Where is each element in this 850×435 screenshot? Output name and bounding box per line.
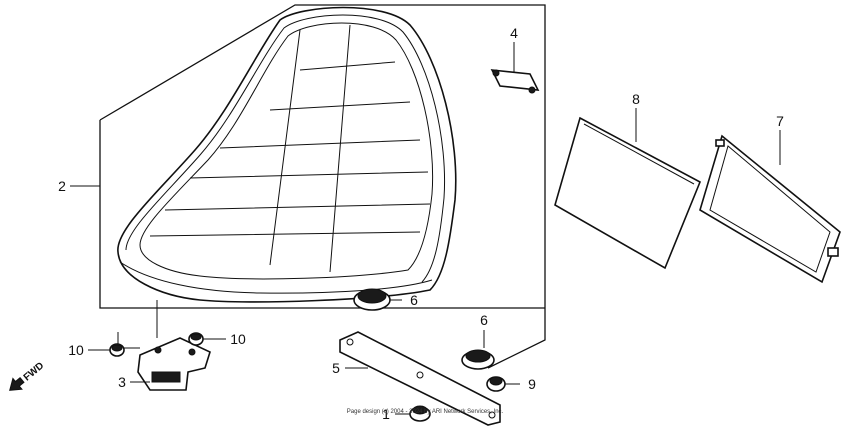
fwd-arrow-icon: FWD xyxy=(9,360,47,391)
callout-10-right: 10 xyxy=(230,331,246,347)
plate-part-8[interactable] xyxy=(554,108,702,270)
callout-6-upper: 6 xyxy=(410,292,418,308)
nut-part-10-left[interactable] xyxy=(88,343,125,357)
nut-part-9[interactable] xyxy=(486,376,520,392)
bracket-part-5[interactable] xyxy=(339,331,501,426)
grommet-part-6-upper[interactable] xyxy=(353,288,402,311)
callout-3: 3 xyxy=(118,374,126,390)
callout-10-left: 10 xyxy=(68,342,84,358)
grommet-part-6-lower[interactable] xyxy=(461,330,495,370)
callout-9: 9 xyxy=(528,376,536,392)
copyright-text: Page design (c) 2004 - 2024 by ARI Netwo… xyxy=(347,409,504,415)
nut-part-1[interactable] xyxy=(395,405,431,422)
callout-1: 1 xyxy=(382,406,390,422)
callout-7: 7 xyxy=(776,113,784,129)
callout-2: 2 xyxy=(58,178,66,194)
callout-6-lower: 6 xyxy=(480,312,488,328)
nut-part-10-right[interactable] xyxy=(188,332,226,346)
callout-4: 4 xyxy=(510,25,518,41)
seat[interactable] xyxy=(117,6,457,303)
callout-5: 5 xyxy=(332,360,340,376)
callout-8: 8 xyxy=(632,91,640,107)
clip-part-4[interactable] xyxy=(490,42,540,94)
latch-part-3[interactable] xyxy=(130,337,211,391)
fwd-label: FWD xyxy=(22,360,47,383)
assembly-outline xyxy=(99,4,546,369)
plate-part-7[interactable] xyxy=(699,130,841,284)
